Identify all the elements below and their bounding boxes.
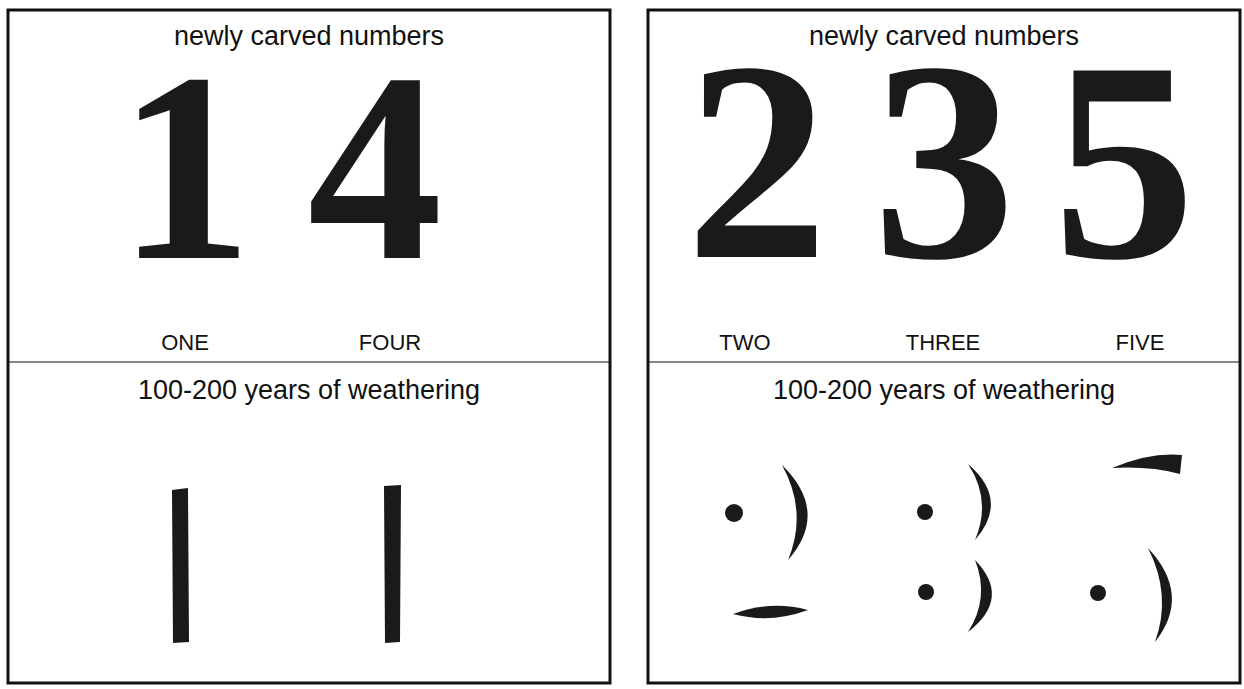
weathered-dot: [1090, 585, 1106, 601]
carved-numeral: 1: [118, 32, 253, 302]
weathered-dot: [918, 584, 934, 600]
panel-frame: [8, 10, 610, 683]
numeral-name: FOUR: [359, 330, 421, 356]
carved-numeral: 4: [308, 32, 443, 302]
divider-line: [8, 362, 610, 363]
carved-numeral: 3: [873, 19, 1016, 304]
weathered-stroke: [733, 606, 808, 618]
numeral-name: FIVE: [1116, 330, 1165, 356]
numeral-name: ONE: [161, 330, 209, 356]
weathered-stroke: [968, 464, 991, 540]
weathered-stroke: [384, 485, 401, 643]
panel-section: newly carved numbers14ONEFOUR: [8, 10, 610, 362]
weathered-stroke: [968, 560, 992, 632]
weathered-stroke: [782, 465, 808, 560]
panel-section: newly carved numbers235TWOTHREEFIVE: [648, 10, 1240, 362]
weathered-stroke: [172, 488, 189, 643]
section-heading: 100-200 years of weathering: [773, 374, 1115, 406]
weathered-numerals: [172, 455, 1182, 643]
section-heading: 100-200 years of weathering: [138, 374, 480, 406]
numeral-name: TWO: [719, 330, 770, 356]
weathered-dot: [725, 504, 743, 522]
weathered-dot: [917, 504, 933, 520]
divider-line: [648, 362, 1240, 363]
carved-numeral: 2: [686, 19, 829, 304]
numeral-name: THREE: [906, 330, 981, 356]
panel-section: 100-200 years of weathering: [648, 362, 1240, 683]
panel-section: 100-200 years of weathering: [8, 362, 610, 683]
weathered-stroke: [1112, 455, 1182, 474]
panel-frame: [648, 10, 1240, 683]
weathered-stroke: [1148, 548, 1172, 642]
carved-numeral: 5: [1053, 19, 1196, 304]
